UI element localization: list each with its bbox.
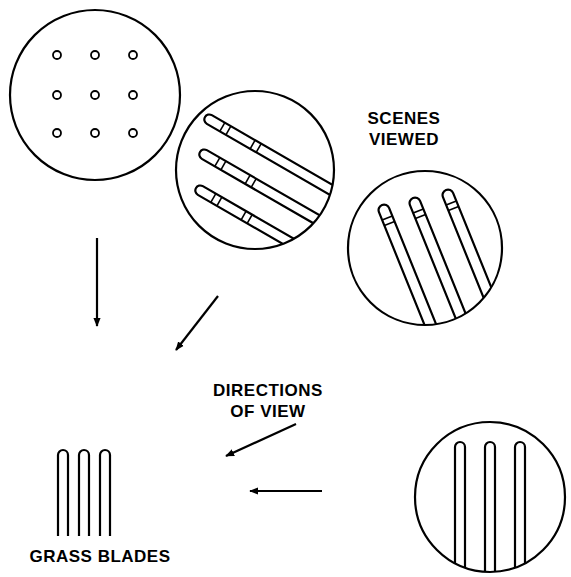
blade-tip — [129, 129, 137, 137]
blade-tip — [53, 51, 61, 59]
view-arrow — [226, 424, 296, 456]
grass-blades — [58, 450, 110, 536]
scene-circle — [415, 422, 565, 572]
scene-circle — [10, 10, 180, 180]
blade-tip — [91, 51, 99, 59]
blade-tip — [53, 91, 61, 99]
blade — [455, 442, 465, 577]
caption-label: DIRECTIONS OF VIEW — [206, 380, 330, 422]
blade-tip — [91, 91, 99, 99]
blade-tip — [91, 129, 99, 137]
blade — [203, 113, 381, 222]
blade-tips — [53, 51, 137, 137]
grass-blade — [58, 450, 68, 536]
blade — [441, 188, 526, 378]
view-arrow — [250, 490, 322, 492]
oblique-blades — [194, 113, 381, 293]
caption-label: GRASS BLADES — [15, 546, 185, 567]
side-blades — [455, 442, 525, 577]
view-arrow — [176, 296, 218, 350]
scene-circle — [348, 171, 502, 325]
scene-circle — [176, 91, 334, 249]
view-arrow — [96, 238, 98, 326]
caption-label: SCENES VIEWED — [352, 108, 456, 150]
blade-tip — [129, 51, 137, 59]
steep-blades — [377, 188, 526, 393]
blade-tip — [129, 91, 137, 99]
blade — [515, 442, 525, 577]
blade — [194, 184, 372, 293]
blade-tip — [53, 129, 61, 137]
grass-blade — [79, 450, 89, 536]
grass-blade — [100, 450, 110, 536]
blade — [485, 442, 495, 577]
